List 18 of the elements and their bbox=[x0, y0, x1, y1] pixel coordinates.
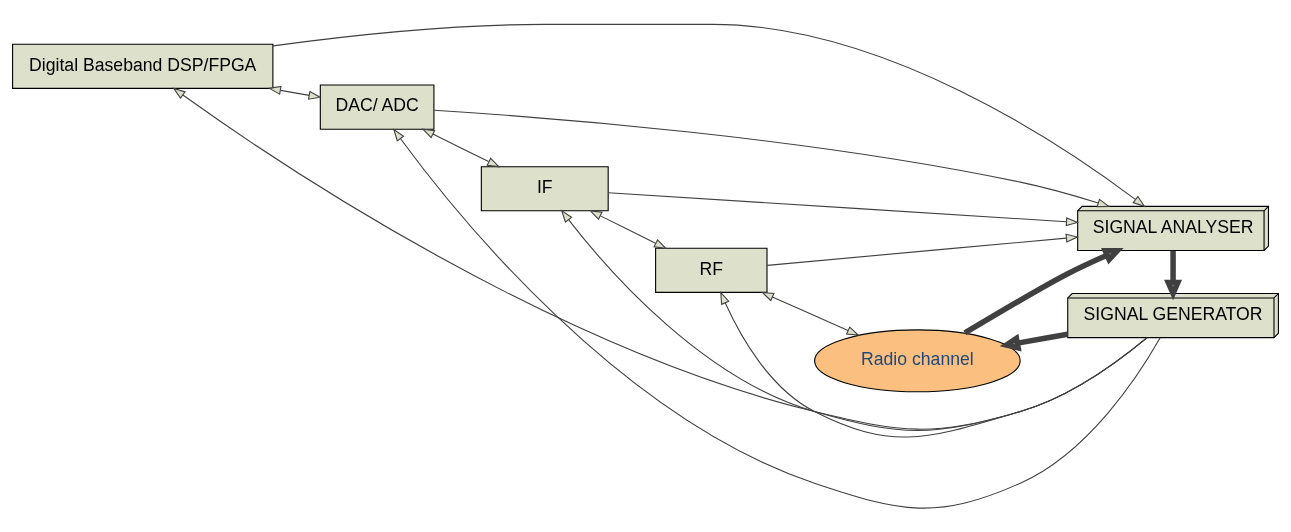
node-box: DAC/ ADC bbox=[319, 84, 435, 130]
node-box: IF bbox=[480, 165, 609, 211]
arrow bbox=[272, 23, 1146, 207]
arrow bbox=[766, 233, 1080, 266]
arrow bbox=[267, 85, 322, 100]
arrow bbox=[421, 128, 501, 167]
arrow bbox=[392, 127, 1161, 509]
arrow bbox=[1164, 250, 1183, 300]
arrow bbox=[172, 87, 1148, 430]
arrow bbox=[588, 209, 668, 249]
arrow bbox=[963, 247, 1124, 335]
node-box: RF bbox=[655, 247, 768, 293]
arrow bbox=[999, 331, 1069, 352]
arrow bbox=[433, 109, 1111, 207]
node-box: Digital Baseband DSP/FPGA bbox=[12, 43, 274, 89]
arrow bbox=[760, 291, 860, 336]
arrow bbox=[720, 290, 1148, 438]
arrow bbox=[607, 191, 1080, 226]
